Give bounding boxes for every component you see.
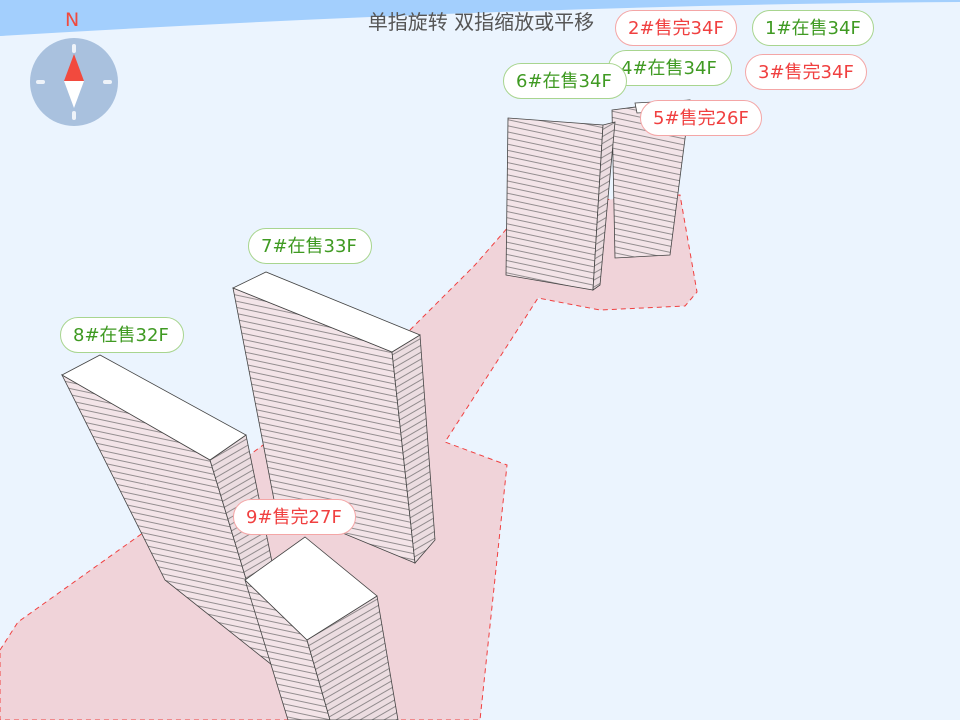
building-label-8[interactable]: 8#在售32F <box>60 317 184 353</box>
building-label-4[interactable]: 4#在售34F <box>608 50 732 86</box>
building-label-5[interactable]: 5#售完26F <box>640 100 762 136</box>
building-label-6[interactable]: 6#在售34F <box>503 63 627 99</box>
gesture-hint: 单指旋转 双指缩放或平移 <box>367 10 595 34</box>
compass-needle-icon <box>64 54 84 108</box>
building-label-9[interactable]: 9#售完27F <box>233 499 356 535</box>
building-label-1[interactable]: 1#在售34F <box>752 10 874 46</box>
building-7[interactable] <box>232 271 436 564</box>
building-label-2[interactable]: 2#售完34F <box>615 10 737 46</box>
building-label-7[interactable]: 7#在售33F <box>248 228 372 264</box>
compass-icon[interactable] <box>30 38 118 126</box>
building-label-3[interactable]: 3#售完34F <box>745 54 867 90</box>
building-5-6[interactable] <box>505 117 616 291</box>
sky-band <box>0 0 960 36</box>
compass-north-label: N <box>65 9 80 31</box>
building-9[interactable] <box>244 536 399 720</box>
